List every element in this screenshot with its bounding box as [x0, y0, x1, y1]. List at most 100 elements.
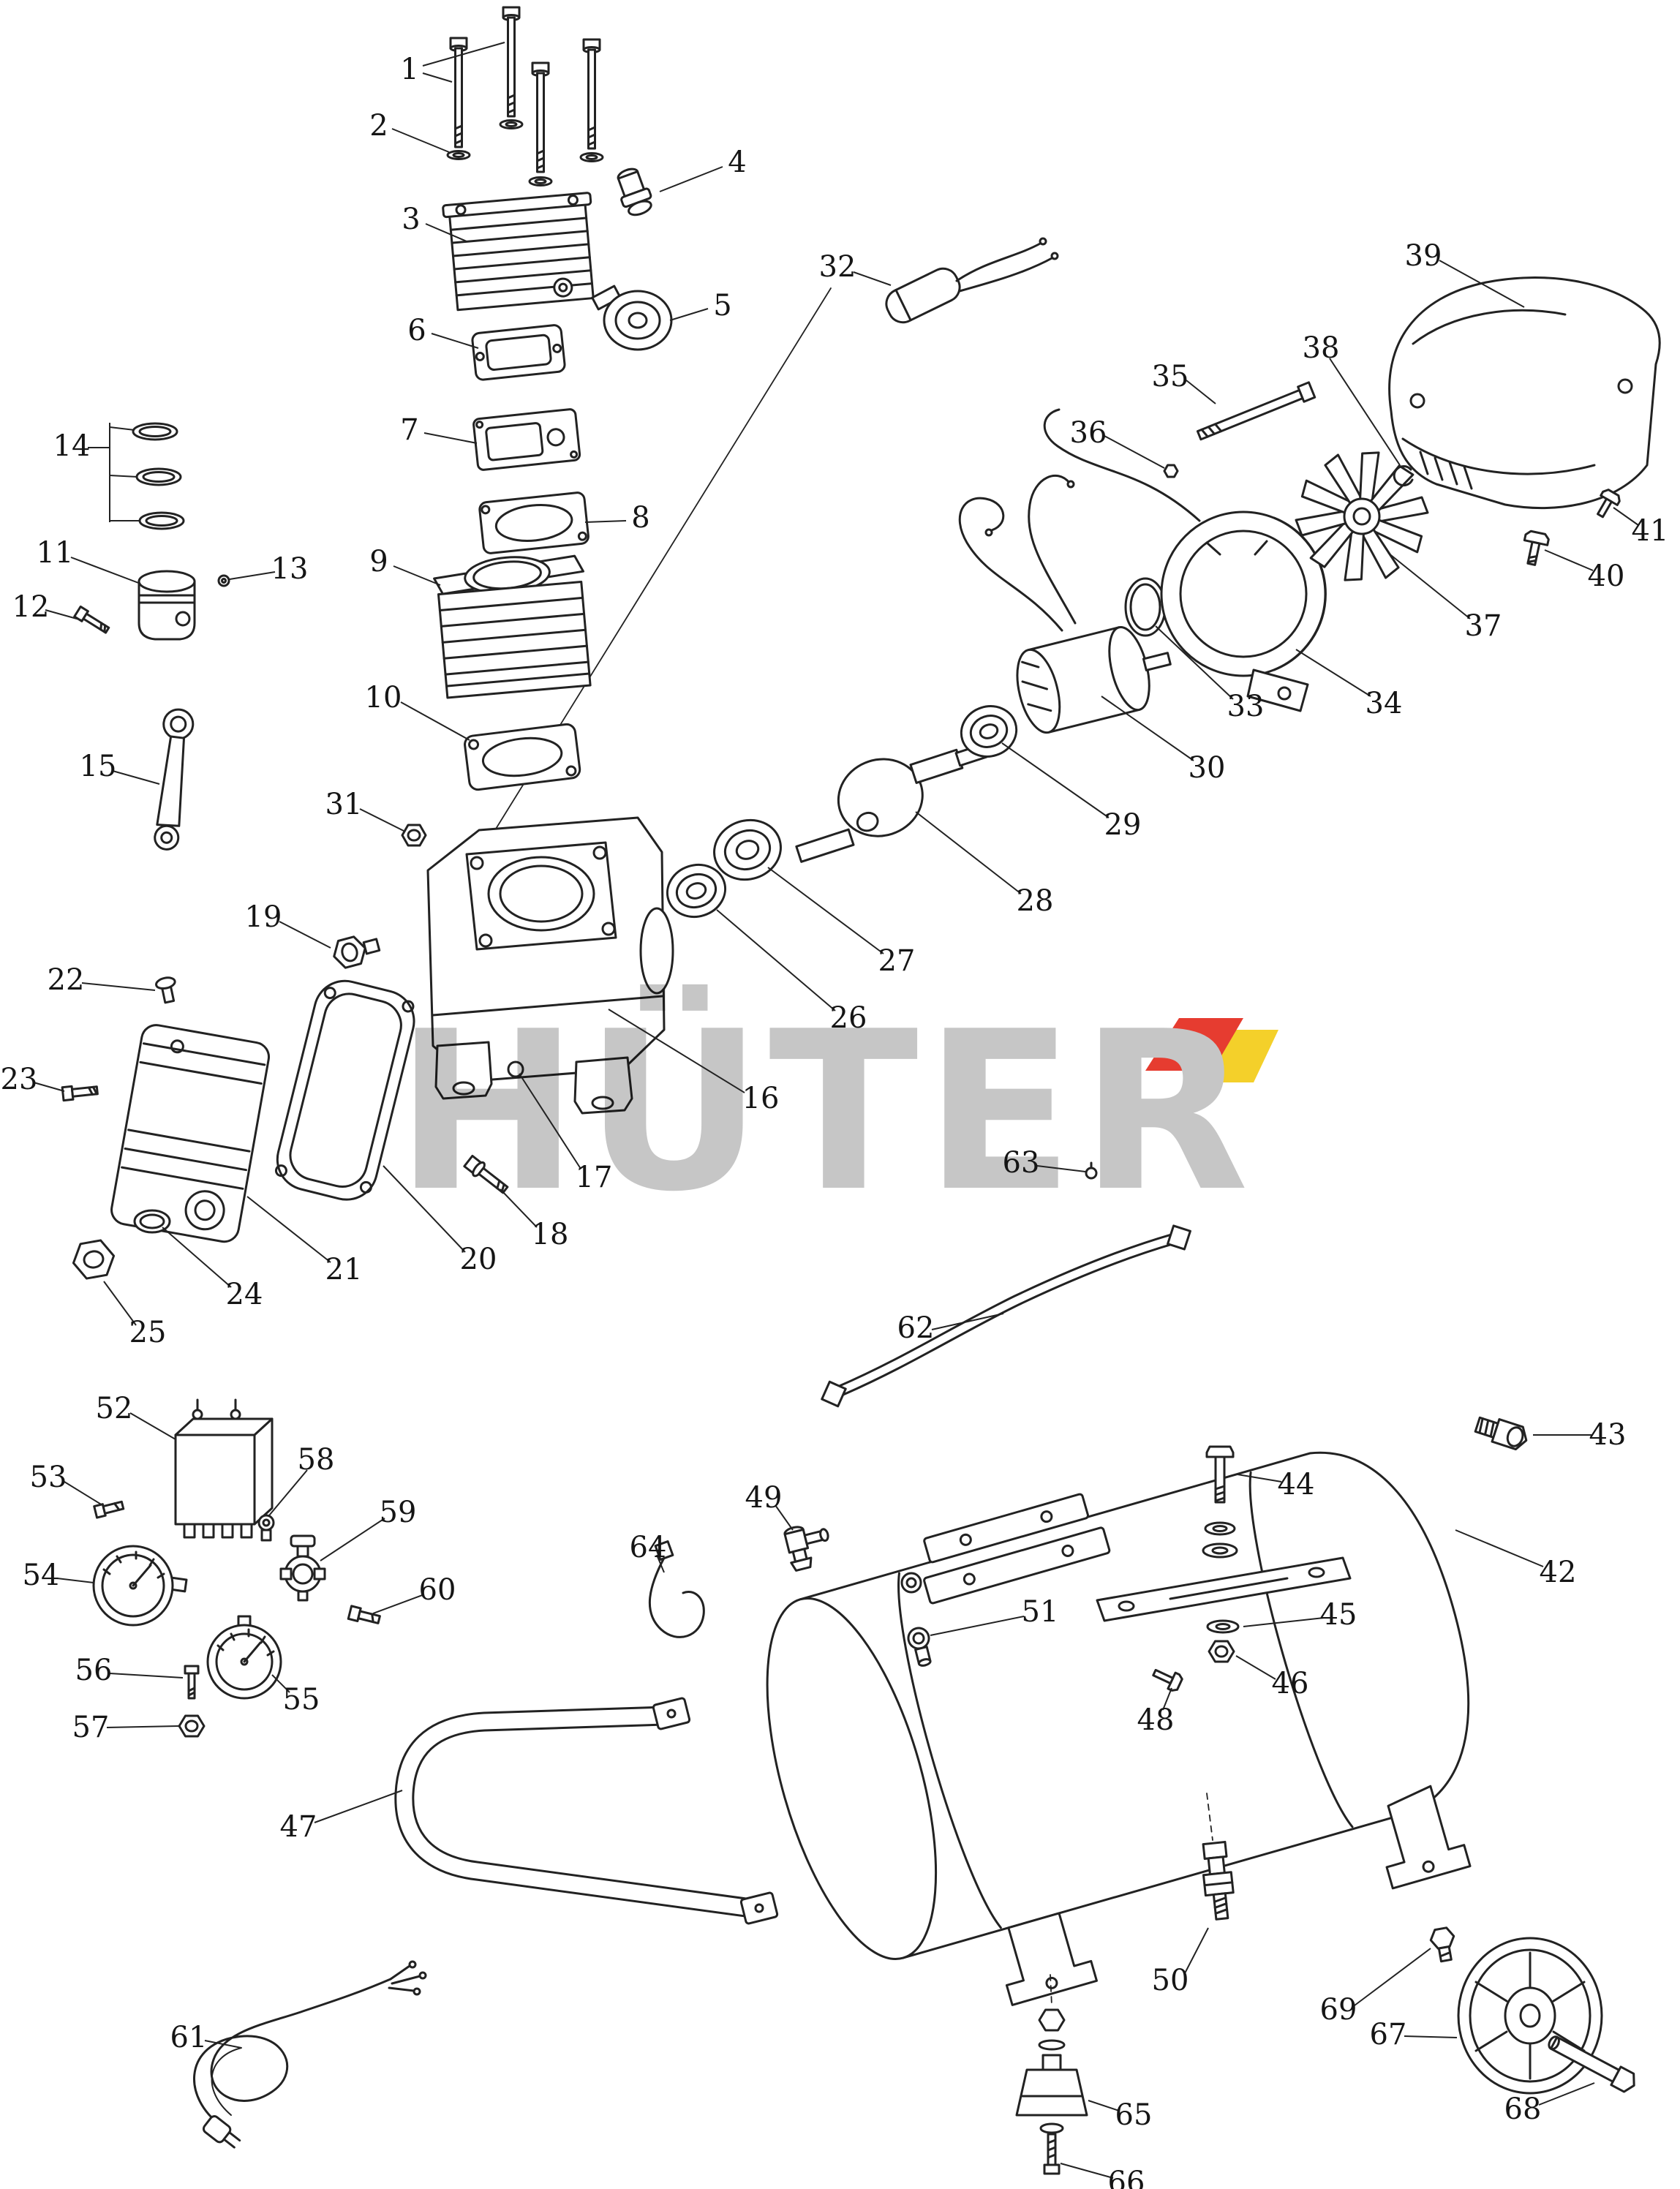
leader-line-56 [109, 1673, 184, 1679]
part-label-50: 50 [1152, 1964, 1189, 1997]
leader-line-68 [1538, 2082, 1595, 2106]
part-63-valve-core [1085, 1161, 1098, 1180]
leader-line-18 [500, 1188, 538, 1228]
part-label-51: 51 [1022, 1595, 1059, 1629]
leader-line-47 [314, 1790, 403, 1823]
leader-line-52 [129, 1412, 176, 1440]
part-10-base-gasket [464, 723, 581, 791]
leader-line-54 [56, 1578, 94, 1583]
leader-line-61 [204, 2040, 242, 2049]
leader-line-44 [1237, 1474, 1282, 1482]
part-label-3: 3 [402, 203, 420, 236]
part-label-23: 23 [1, 1063, 38, 1096]
part-64-pipe [648, 1540, 705, 1638]
leader-line-69 [1354, 1948, 1431, 2006]
part-42-air-tank [766, 1451, 1472, 2006]
part-label-4: 4 [728, 146, 746, 179]
leader-line-37 [1387, 552, 1471, 619]
leader-line-11 [70, 557, 141, 584]
leader-line-32 [853, 271, 892, 286]
part-4-elbow-fitting [617, 167, 652, 216]
leader-line-36 [1104, 435, 1165, 469]
part-label-53: 53 [30, 1461, 67, 1494]
leader-line-40 [1544, 549, 1594, 571]
part-label-48: 48 [1137, 1703, 1175, 1737]
part-67-wheel [1457, 1937, 1603, 2095]
part-label-18: 18 [532, 1218, 569, 1251]
part-label-52: 52 [96, 1392, 133, 1425]
part-label-12: 12 [12, 590, 50, 624]
leader-line-2 [391, 128, 450, 153]
leader-line-14 [109, 475, 138, 478]
part-label-67: 67 [1370, 2018, 1407, 2052]
leader-line-25 [103, 1281, 137, 1326]
part-65-rubber-foot [1015, 1974, 1088, 2117]
leader-line-48 [1162, 1687, 1172, 1711]
part-22-breather-plug [155, 976, 176, 1004]
part-57-nut [178, 1714, 206, 1738]
part-label-42: 42 [1540, 1556, 1577, 1589]
part-34-stator-housing [1160, 510, 1327, 712]
leader-line-58 [268, 1469, 308, 1516]
leader-line-67 [1404, 2035, 1458, 2038]
part-label-13: 13 [271, 552, 309, 586]
leader-line-20 [383, 1165, 466, 1253]
leader-line-42 [1455, 1529, 1544, 1567]
watermark: HÜTER [395, 982, 1278, 1240]
part-label-37: 37 [1465, 609, 1502, 643]
part-14-piston-rings [132, 422, 185, 530]
tank-wheel-bracket [1385, 1785, 1472, 1890]
leader-line-59 [320, 1518, 385, 1561]
leader-line-41 [1613, 507, 1639, 526]
leader-line-55 [271, 1674, 290, 1693]
part-label-7: 7 [400, 413, 418, 447]
part-61-power-cord [192, 1960, 427, 2149]
part-23-bolt [61, 1085, 99, 1102]
part-12-piston-bolt [73, 605, 110, 634]
leader-line-12 [45, 609, 83, 621]
part-label-32: 32 [819, 250, 856, 284]
leader-line-7 [423, 432, 478, 444]
leader-line-45 [1243, 1617, 1325, 1627]
part-label-24: 24 [226, 1278, 263, 1311]
part-label-36: 36 [1070, 416, 1107, 450]
leader-line-39 [1439, 260, 1525, 308]
part-label-54: 54 [23, 1559, 60, 1592]
part-68-axle-bolt [1548, 2035, 1635, 2093]
part-53-fitting [93, 1500, 125, 1519]
part-labels: 1234567891011121314151617181920212223242… [1, 53, 1669, 2189]
part-label-5: 5 [713, 289, 731, 323]
part-label-21: 21 [325, 1253, 363, 1286]
leader-line-27 [767, 867, 884, 954]
motor-wires [958, 408, 1201, 632]
leader-line-49 [775, 1504, 794, 1531]
part-label-40: 40 [1588, 560, 1625, 593]
part-15-connecting-rod [154, 708, 195, 851]
part-label-58: 58 [298, 1443, 335, 1477]
leader-line-19 [279, 921, 331, 949]
part-9-cylinder [433, 554, 592, 699]
part-label-43: 43 [1589, 1418, 1627, 1452]
part-label-60: 60 [419, 1573, 456, 1607]
leader-line-31 [359, 808, 404, 832]
part-66-foot-screw [1039, 2122, 1064, 2175]
leader-line-57 [106, 1725, 179, 1728]
leader-line-65 [1088, 2100, 1120, 2111]
leader-line-6 [431, 333, 479, 349]
part-35-bolt [1196, 381, 1316, 441]
part-13-pin [217, 574, 230, 587]
part-38-circlip [1393, 465, 1414, 487]
part-20-cover-gasket [274, 979, 415, 1201]
part-17-boss [507, 1060, 524, 1078]
leader-line-1 [422, 72, 453, 83]
part-label-55: 55 [283, 1683, 320, 1717]
part-18-screw [463, 1154, 509, 1194]
part-label-25: 25 [129, 1316, 167, 1349]
leader-line-24 [162, 1227, 232, 1288]
part-58-fitting [257, 1514, 275, 1542]
power-plug [202, 2115, 241, 2149]
part-label-49: 49 [745, 1481, 783, 1515]
tank-left-leg [1005, 1912, 1098, 2006]
part-3-cylinder-head [442, 192, 595, 312]
part-16-crankcase [426, 816, 674, 1115]
